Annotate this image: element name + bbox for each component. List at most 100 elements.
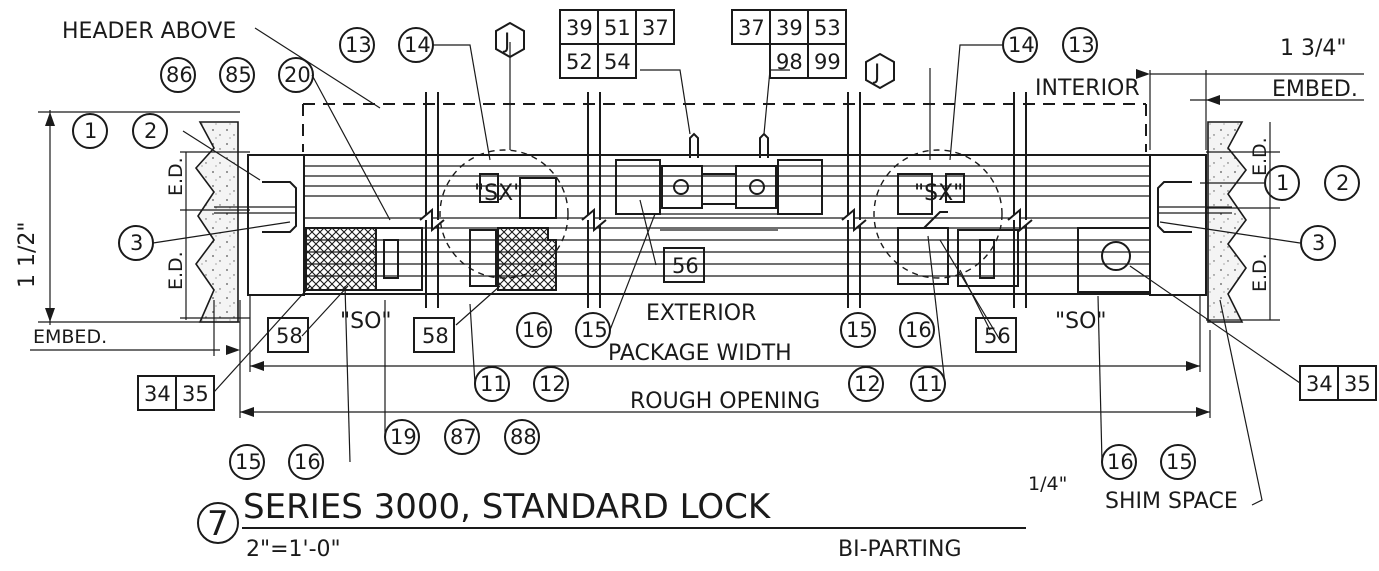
svg-text:51: 51 [604, 16, 631, 40]
tag-34-35-right: 34 35 [1299, 365, 1377, 401]
callout-2-right: 2 [1324, 165, 1360, 201]
svg-text:19: 19 [390, 425, 417, 449]
svg-text:15: 15 [235, 450, 262, 474]
svg-text:58: 58 [276, 324, 303, 348]
svg-text:34: 34 [1306, 372, 1333, 396]
svg-text:39: 39 [566, 16, 593, 40]
header-above-label: HEADER ABOVE [62, 19, 236, 44]
svg-text:12: 12 [854, 372, 881, 396]
svg-text:34: 34 [144, 382, 171, 406]
callout-86: 86 [160, 57, 196, 93]
svg-text:56: 56 [984, 324, 1011, 348]
embed-right-label: EMBED. [1272, 77, 1358, 102]
package-width-label: PACKAGE WIDTH [608, 341, 792, 366]
so-label-right: "SO" [1055, 309, 1107, 334]
callout-1-right: 1 [1264, 165, 1300, 201]
callout-15-center-left: 15 [575, 312, 611, 348]
svg-text:85: 85 [225, 63, 252, 87]
ed-label-right-top: E.D. [1249, 137, 1271, 176]
callout-88: 88 [504, 419, 540, 455]
svg-text:3: 3 [1312, 231, 1325, 255]
svg-text:14: 14 [404, 33, 431, 57]
callout-3-right: 3 [1300, 225, 1336, 261]
tag-56-center: 56 [663, 247, 705, 283]
callout-2-left: 2 [132, 113, 168, 149]
sx-label-right: "SX" [914, 181, 963, 206]
svg-text:1: 1 [1276, 171, 1289, 195]
callout-15-bottom-left: 15 [229, 444, 265, 480]
right-wall-concrete [1207, 121, 1248, 323]
svg-text:11: 11 [916, 372, 943, 396]
svg-text:3: 3 [130, 231, 143, 255]
callout-16-center-right: 16 [899, 312, 935, 348]
svg-text:53: 53 [814, 16, 841, 40]
ed-label-right-bottom: E.D. [1249, 253, 1271, 292]
svg-text:16: 16 [522, 318, 549, 342]
svg-text:87: 87 [450, 425, 477, 449]
svg-text:15: 15 [581, 318, 608, 342]
svg-text:J: J [502, 29, 510, 53]
callout-87: 87 [444, 419, 480, 455]
svg-text:12: 12 [539, 372, 566, 396]
exterior-label: EXTERIOR [646, 301, 756, 326]
shim-space-label: SHIM SPACE [1105, 489, 1238, 514]
dimension-lines [30, 69, 1364, 418]
svg-text:13: 13 [1068, 33, 1095, 57]
detail-hexagon-j-left: J [495, 21, 525, 59]
callout-13-right: 13 [1062, 27, 1098, 63]
interior-label: INTERIOR [1035, 76, 1140, 101]
drawing-title: SERIES 3000, STANDARD LOCK [243, 487, 772, 527]
svg-text:88: 88 [510, 425, 537, 449]
callout-12-left: 12 [533, 366, 569, 402]
callout-15-bottom-right: 15 [1160, 444, 1196, 480]
callout-bubbles: 86 85 20 1 2 3 13 14 14 13 1 2 3 16 15 1… [72, 21, 1360, 480]
callout-20: 20 [278, 57, 314, 93]
svg-text:99: 99 [814, 50, 841, 74]
svg-text:52: 52 [566, 50, 593, 74]
callout-16-center-left: 16 [516, 312, 552, 348]
svg-text:15: 15 [1166, 450, 1193, 474]
svg-text:11: 11 [480, 372, 507, 396]
drawing-subtitle: BI-PARTING [838, 537, 962, 562]
svg-text:20: 20 [284, 63, 311, 87]
drawing-title-block: 7 SERIES 3000, STANDARD LOCK 2"=1'-0" BI… [197, 487, 1026, 562]
svg-text:86: 86 [166, 63, 193, 87]
svg-text:14: 14 [1008, 33, 1035, 57]
callout-12-right: 12 [848, 366, 884, 402]
svg-text:16: 16 [294, 450, 321, 474]
rough-opening-label: ROUGH OPENING [630, 389, 820, 414]
callout-14-right: 14 [1002, 27, 1038, 63]
door-assembly [214, 92, 1232, 308]
svg-text:2: 2 [1336, 171, 1349, 195]
svg-text:J: J [872, 60, 880, 84]
tag-58-left: 58 [267, 317, 309, 353]
so-label-left: "SO" [340, 309, 392, 334]
svg-text:1: 1 [84, 119, 97, 143]
callout-11-right: 11 [910, 366, 946, 402]
dimension-one-half: 1 1/2" [15, 221, 40, 288]
callout-19: 19 [384, 419, 420, 455]
callout-11-left: 11 [474, 366, 510, 402]
embed-left-label: EMBED. [33, 326, 107, 348]
svg-text:54: 54 [604, 50, 631, 74]
svg-text:35: 35 [1344, 372, 1371, 396]
shim-fraction-label: 1/4" [1028, 473, 1067, 495]
callout-16-bottom-left: 16 [288, 444, 324, 480]
callout-14-left: 14 [398, 27, 434, 63]
svg-text:37: 37 [738, 16, 765, 40]
leader-lines [152, 27, 1301, 506]
callout-13-left: 13 [339, 27, 375, 63]
callout-85: 85 [219, 57, 255, 93]
svg-text:37: 37 [642, 16, 669, 40]
svg-text:15: 15 [846, 318, 873, 342]
header-outline [302, 103, 1147, 152]
detail-number: 7 [207, 504, 229, 544]
ed-label-left-bottom: E.D. [165, 251, 187, 290]
detail-hexagon-j-right: J [865, 52, 895, 90]
callout-3-left: 3 [118, 225, 154, 261]
callout-1-left: 1 [72, 113, 108, 149]
svg-text:16: 16 [1107, 450, 1134, 474]
